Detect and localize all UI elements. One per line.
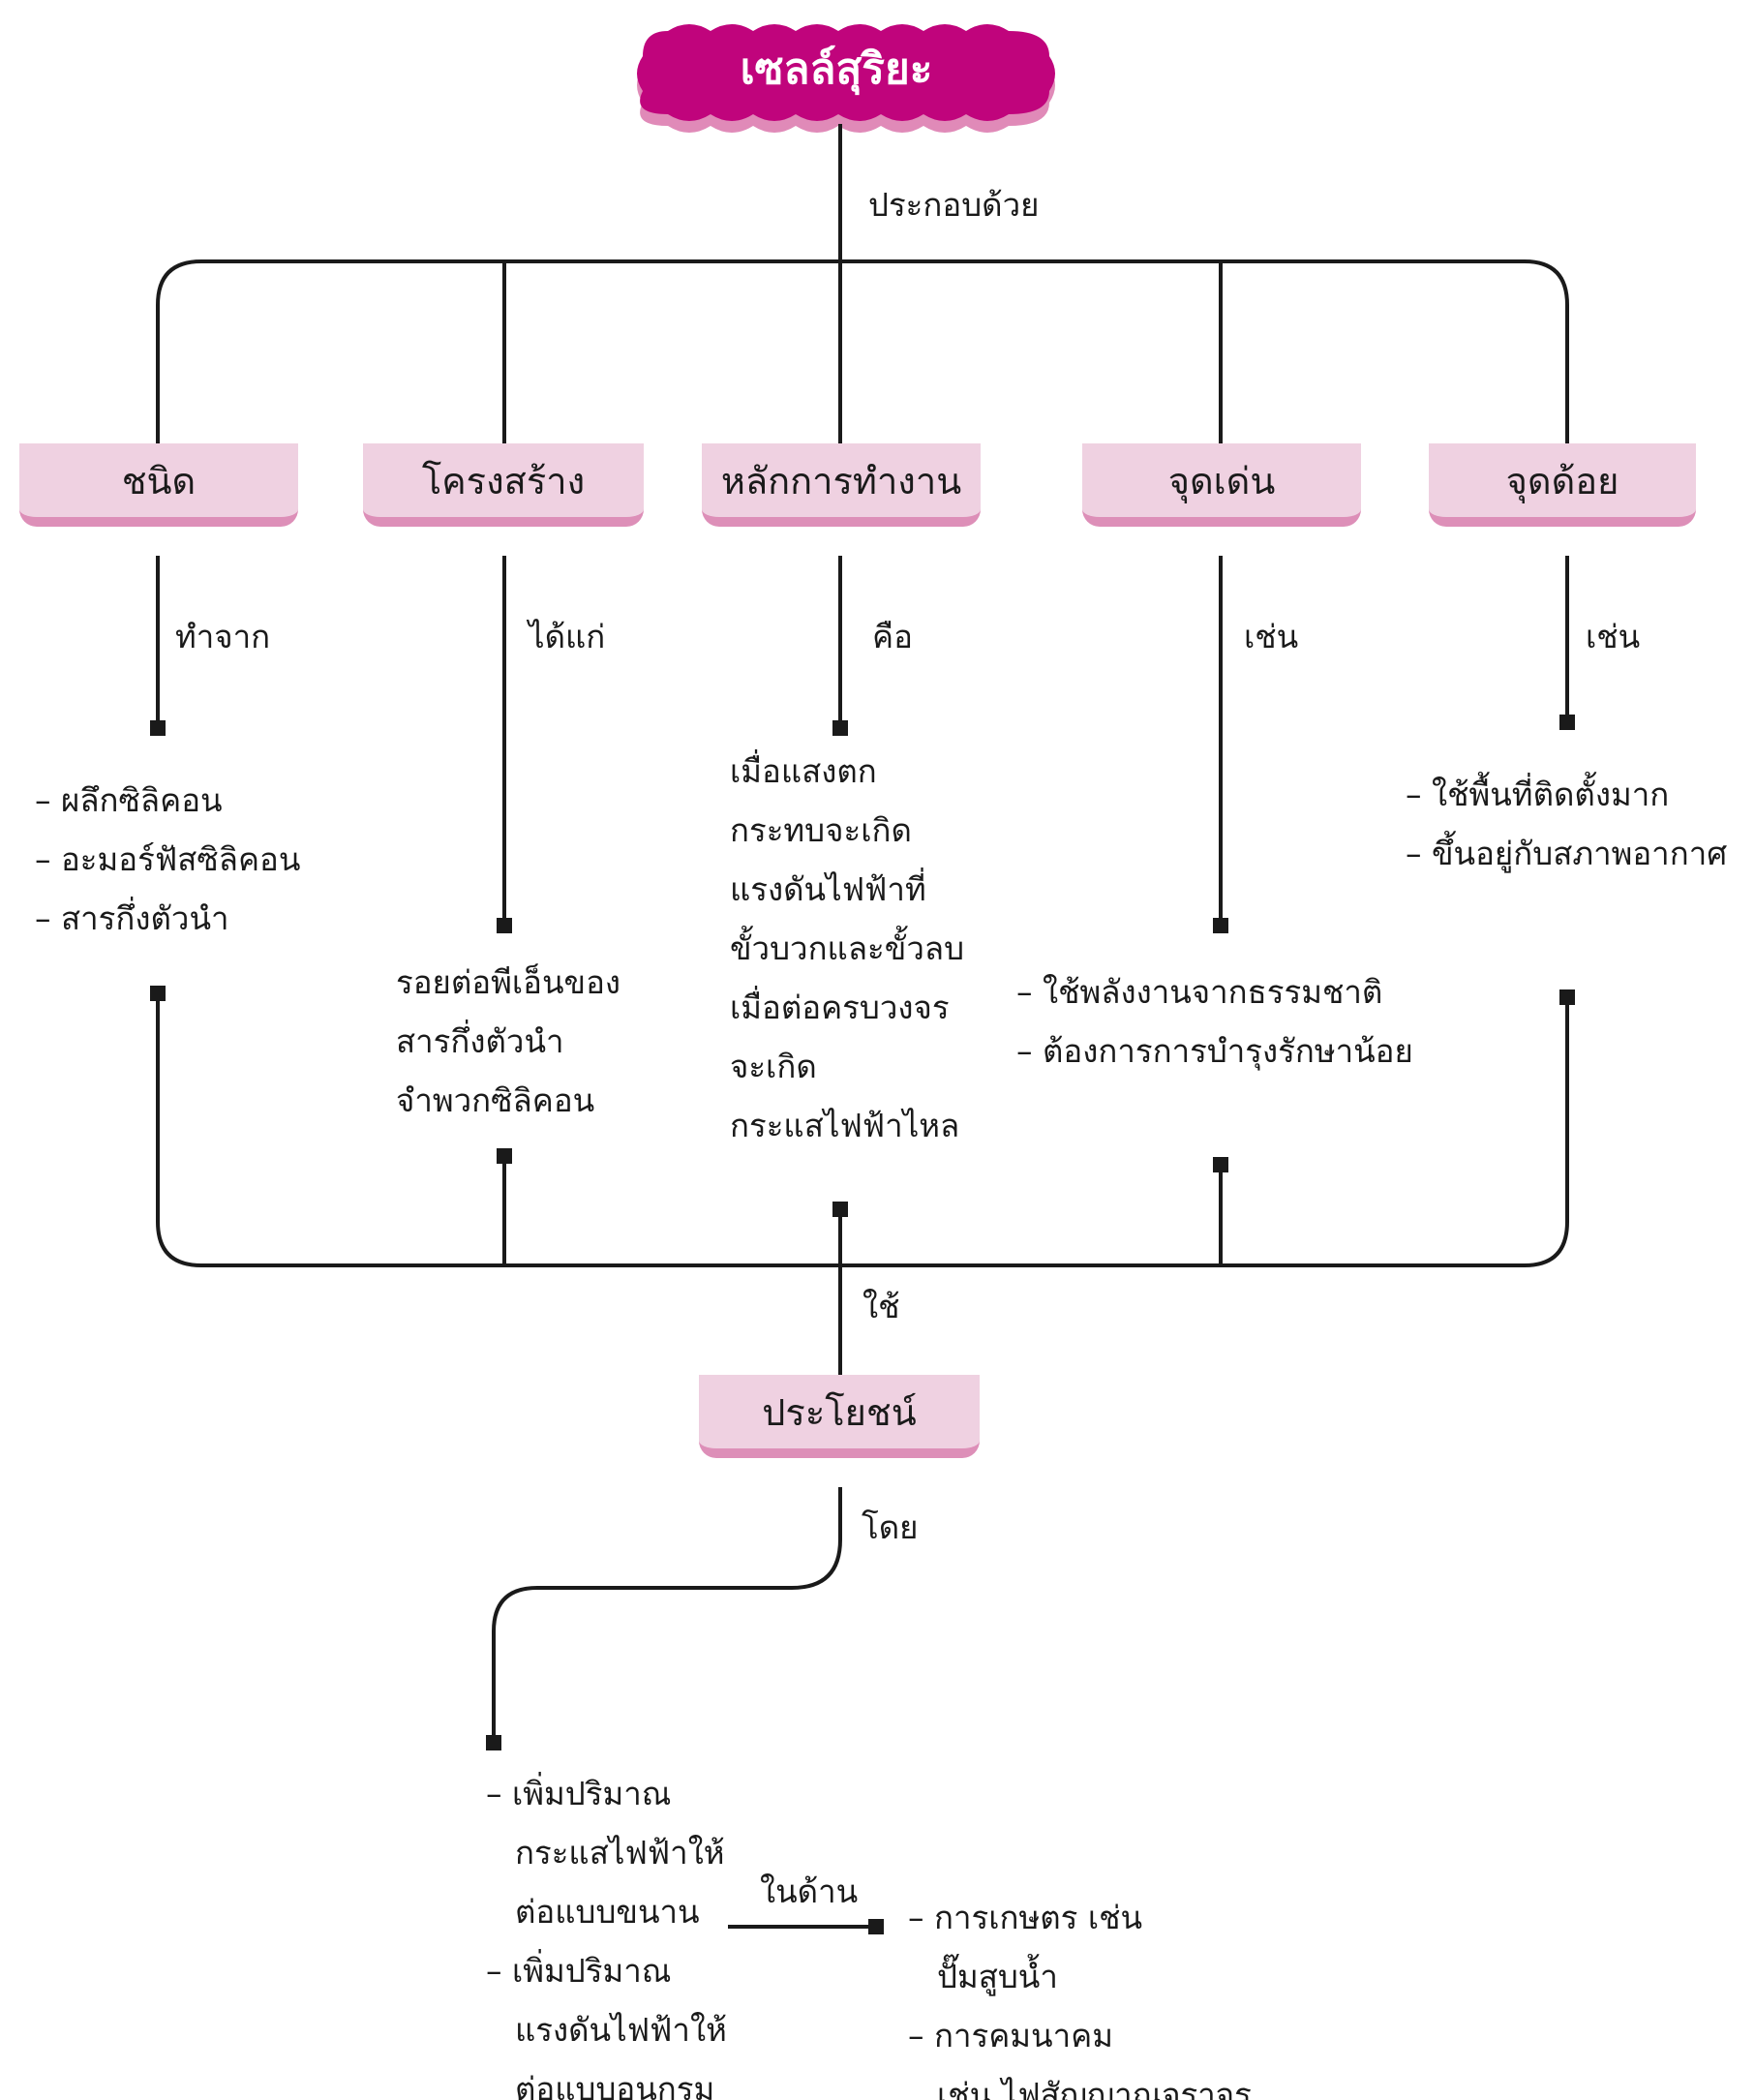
content-type: – ผลึกซิลิคอน – อะมอร์ฟัสซิลิคอน – สารกึ… [35,771,300,948]
title-cloud [637,24,1055,121]
connector-label-include: ได้แก่ [529,618,606,655]
content-line: เช่น ไฟสัญญาณจราจร [937,2076,1252,2100]
content-fields: – การเกษตร เช่น ปั๊มสูบน้ำ – การคมนาคม เ… [908,1888,1252,2100]
category-box-advantages: จุดเด่น [1082,443,1361,527]
connector-label-such-as-disadv: เช่น [1586,618,1641,655]
content-line: ต่อแบบอนุกรม [515,2070,715,2100]
content-line: – เพิ่มปริมาณ [486,1775,672,1812]
connector-label-such-as-adv: เช่น [1244,618,1299,655]
content-line: เมื่อแสงตก [730,752,877,790]
connector-label-by: โดย [862,1508,919,1546]
connector-label-uses: ใช้ [862,1288,900,1325]
connector-label-in-field: ในด้าน [760,1872,859,1910]
content-line: รอยต่อพีเอ็นของ [396,963,621,1001]
content-line: – ขึ้นอยู่กับสภาพอากาศ [1406,835,1728,872]
connector-label-is: คือ [872,618,913,655]
category-box-structure: โครงสร้าง [363,443,644,527]
content-line: – อะมอร์ฟัสซิลิคอน [35,840,301,878]
diagram-title: เซลล์สุริยะ [740,45,933,94]
content-line: สารกึ่งตัวนำ [396,1022,564,1060]
content-line: กระทบจะเกิด [730,811,912,849]
content-line: – ใช้พื้นที่ติดตั้งมาก [1406,776,1670,813]
content-methods: – เพิ่มปริมาณ กระแสไฟฟ้าให้ ต่อแบบขนาน –… [486,1764,727,2100]
connector-label-made-of: ทำจาก [175,618,271,655]
content-line: เมื่อต่อครบวงจร [730,989,950,1026]
category-box-type: ชนิด [19,443,298,527]
content-line: – การคมนาคม [908,2017,1113,2054]
content-line: จำพวกซิลิคอน [396,1081,595,1119]
content-line: ปั๊มสูบน้ำ [937,1958,1058,1995]
content-line: จะเกิด [730,1048,817,1085]
content-line: – ผลึกซิลิคอน [35,781,223,819]
content-line: – สารกึ่งตัวนำ [35,899,229,937]
connector-label-composed-of: ประกอบด้วย [868,186,1040,224]
category-box-disadvantages: จุดด้อย [1429,443,1696,527]
content-line: แรงดันไฟฟ้าที่ [730,870,926,908]
content-line: – ต้องการการบำรุงรักษาน้อย [1016,1032,1413,1070]
content-advantages: – ใช้พลังงานจากธรรมชาติ – ต้องการการบำรุ… [1016,962,1413,1080]
benefit-box: ประโยชน์ [699,1375,980,1458]
content-line: กระแสไฟฟ้าไหล [730,1107,960,1144]
content-line: แรงดันไฟฟ้าให้ [515,2011,727,2049]
content-structure: รอยต่อพีเอ็นของ สารกึ่งตัวนำ จำพวกซิลิคอ… [396,953,620,1130]
content-line: ขั้วบวกและขั้วลบ [730,929,965,967]
content-line: – การเกษตร เช่น [908,1899,1143,1936]
content-line: – เพิ่มปริมาณ [486,1952,672,1990]
category-box-principle: หลักการทำงาน [702,443,981,527]
content-line: ต่อแบบขนาน [515,1893,700,1931]
content-principle: เมื่อแสงตก กระทบจะเกิด แรงดันไฟฟ้าที่ ขั… [730,742,964,1155]
content-disadvantages: – ใช้พื้นที่ติดตั้งมาก – ขึ้นอยู่กับสภาพ… [1406,765,1727,883]
content-line: กระแสไฟฟ้าให้ [515,1834,725,1872]
content-line: – ใช้พลังงานจากธรรมชาติ [1016,973,1383,1011]
